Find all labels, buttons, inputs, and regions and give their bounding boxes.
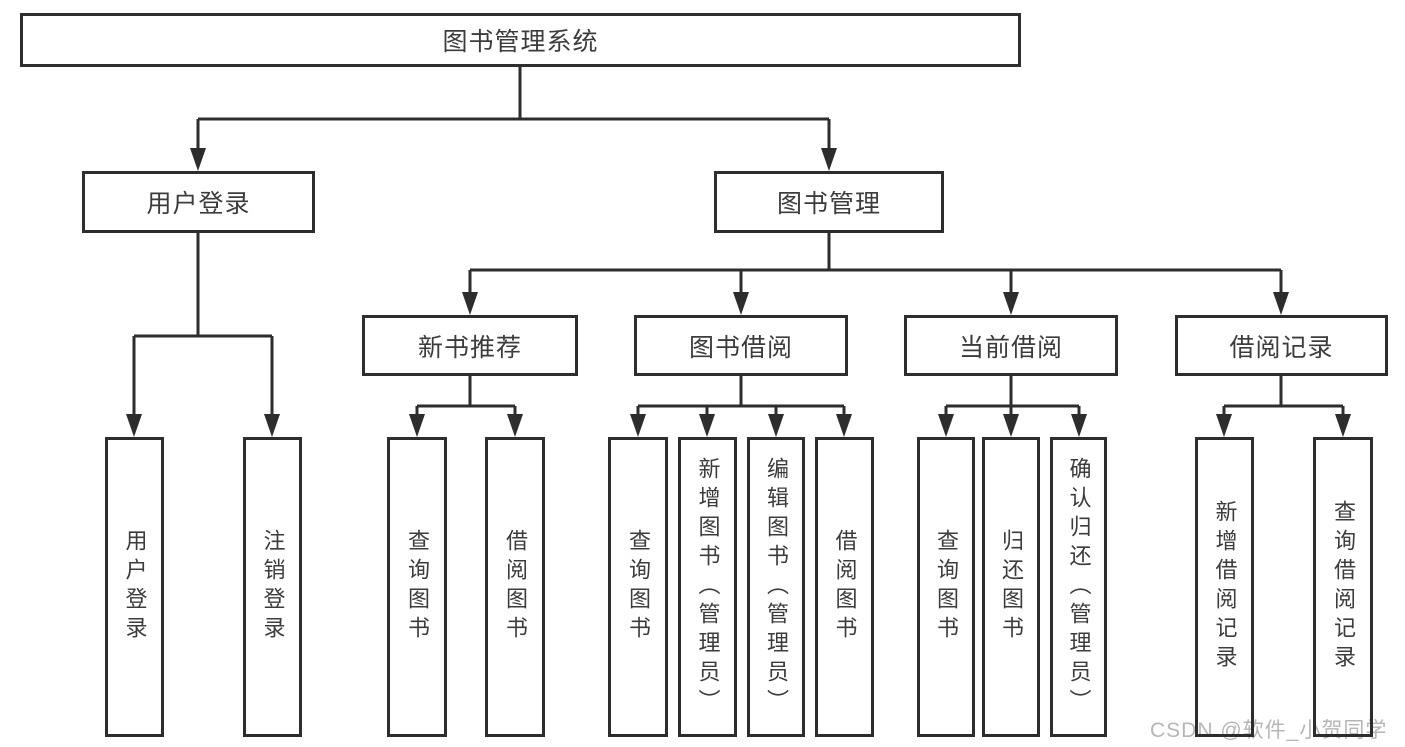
arrowhead-leaf-query-books-1 [409,414,425,437]
arrowhead-leaf-return-books [1003,414,1019,437]
arrowhead-book-management [821,148,837,171]
leaf-query-books-1: 查询图书 [387,437,447,737]
connector-book-management-children [468,233,1283,305]
node-current-borrow: 当前借阅 [904,315,1118,376]
arrowhead-leaf-add-borrow-record [1216,414,1232,437]
connector-new-book-recommend-children [415,376,517,427]
arrowhead-leaf-query-books-3 [938,414,954,437]
arrowhead-new-book-recommend [462,292,478,315]
arrowhead-leaf-confirm-return [1071,414,1087,437]
arrowhead-leaf-query-borrow-record [1335,414,1351,437]
node-book-borrow: 图书借阅 [634,315,848,376]
node-new-book-recommend: 新书推荐 [362,315,578,376]
node-book-management: 图书管理 [714,171,944,233]
arrowhead-leaf-user-login [126,414,142,437]
connector-user-login-children [132,233,274,427]
leaf-query-books-3: 查询图书 [917,437,975,737]
arrowhead-current-borrow [1003,292,1019,315]
leaf-query-books-2: 查询图书 [608,437,668,737]
arrowhead-user-login [190,148,206,171]
node-borrow-records: 借阅记录 [1175,315,1388,376]
arrowhead-leaf-query-books-2 [630,414,646,437]
arrowhead-book-borrow [733,292,749,315]
node-user-login: 用户登录 [82,171,315,233]
arrowhead-leaf-logout [264,414,280,437]
connector-borrow-records-children [1222,376,1345,427]
arrowhead-leaf-edit-book [768,414,784,437]
arrowhead-leaf-borrow-books-1 [507,414,523,437]
leaf-add-book-admin: 新增图书（管理员） [678,437,737,737]
leaf-add-borrow-record: 新增借阅记录 [1195,437,1254,737]
leaf-borrow-books-2: 借阅图书 [815,437,874,737]
leaf-query-borrow-record: 查询借阅记录 [1313,437,1373,737]
leaf-confirm-return-admin: 确认归还（管理员） [1050,437,1107,737]
arrowhead-borrow-records [1273,292,1289,315]
connector-root-to-level2 [196,67,831,161]
leaf-user-login: 用户登录 [105,437,164,737]
arrowhead-leaf-add-book [699,414,715,437]
arrowhead-leaf-borrow-books-2 [836,414,852,437]
connector-book-borrow-children [636,376,846,427]
leaf-logout: 注销登录 [243,437,302,737]
node-root-library-system: 图书管理系统 [20,13,1021,67]
leaf-borrow-books-1: 借阅图书 [485,437,545,737]
leaf-return-books: 归还图书 [982,437,1040,737]
leaf-edit-book-admin: 编辑图书（管理员） [747,437,805,737]
